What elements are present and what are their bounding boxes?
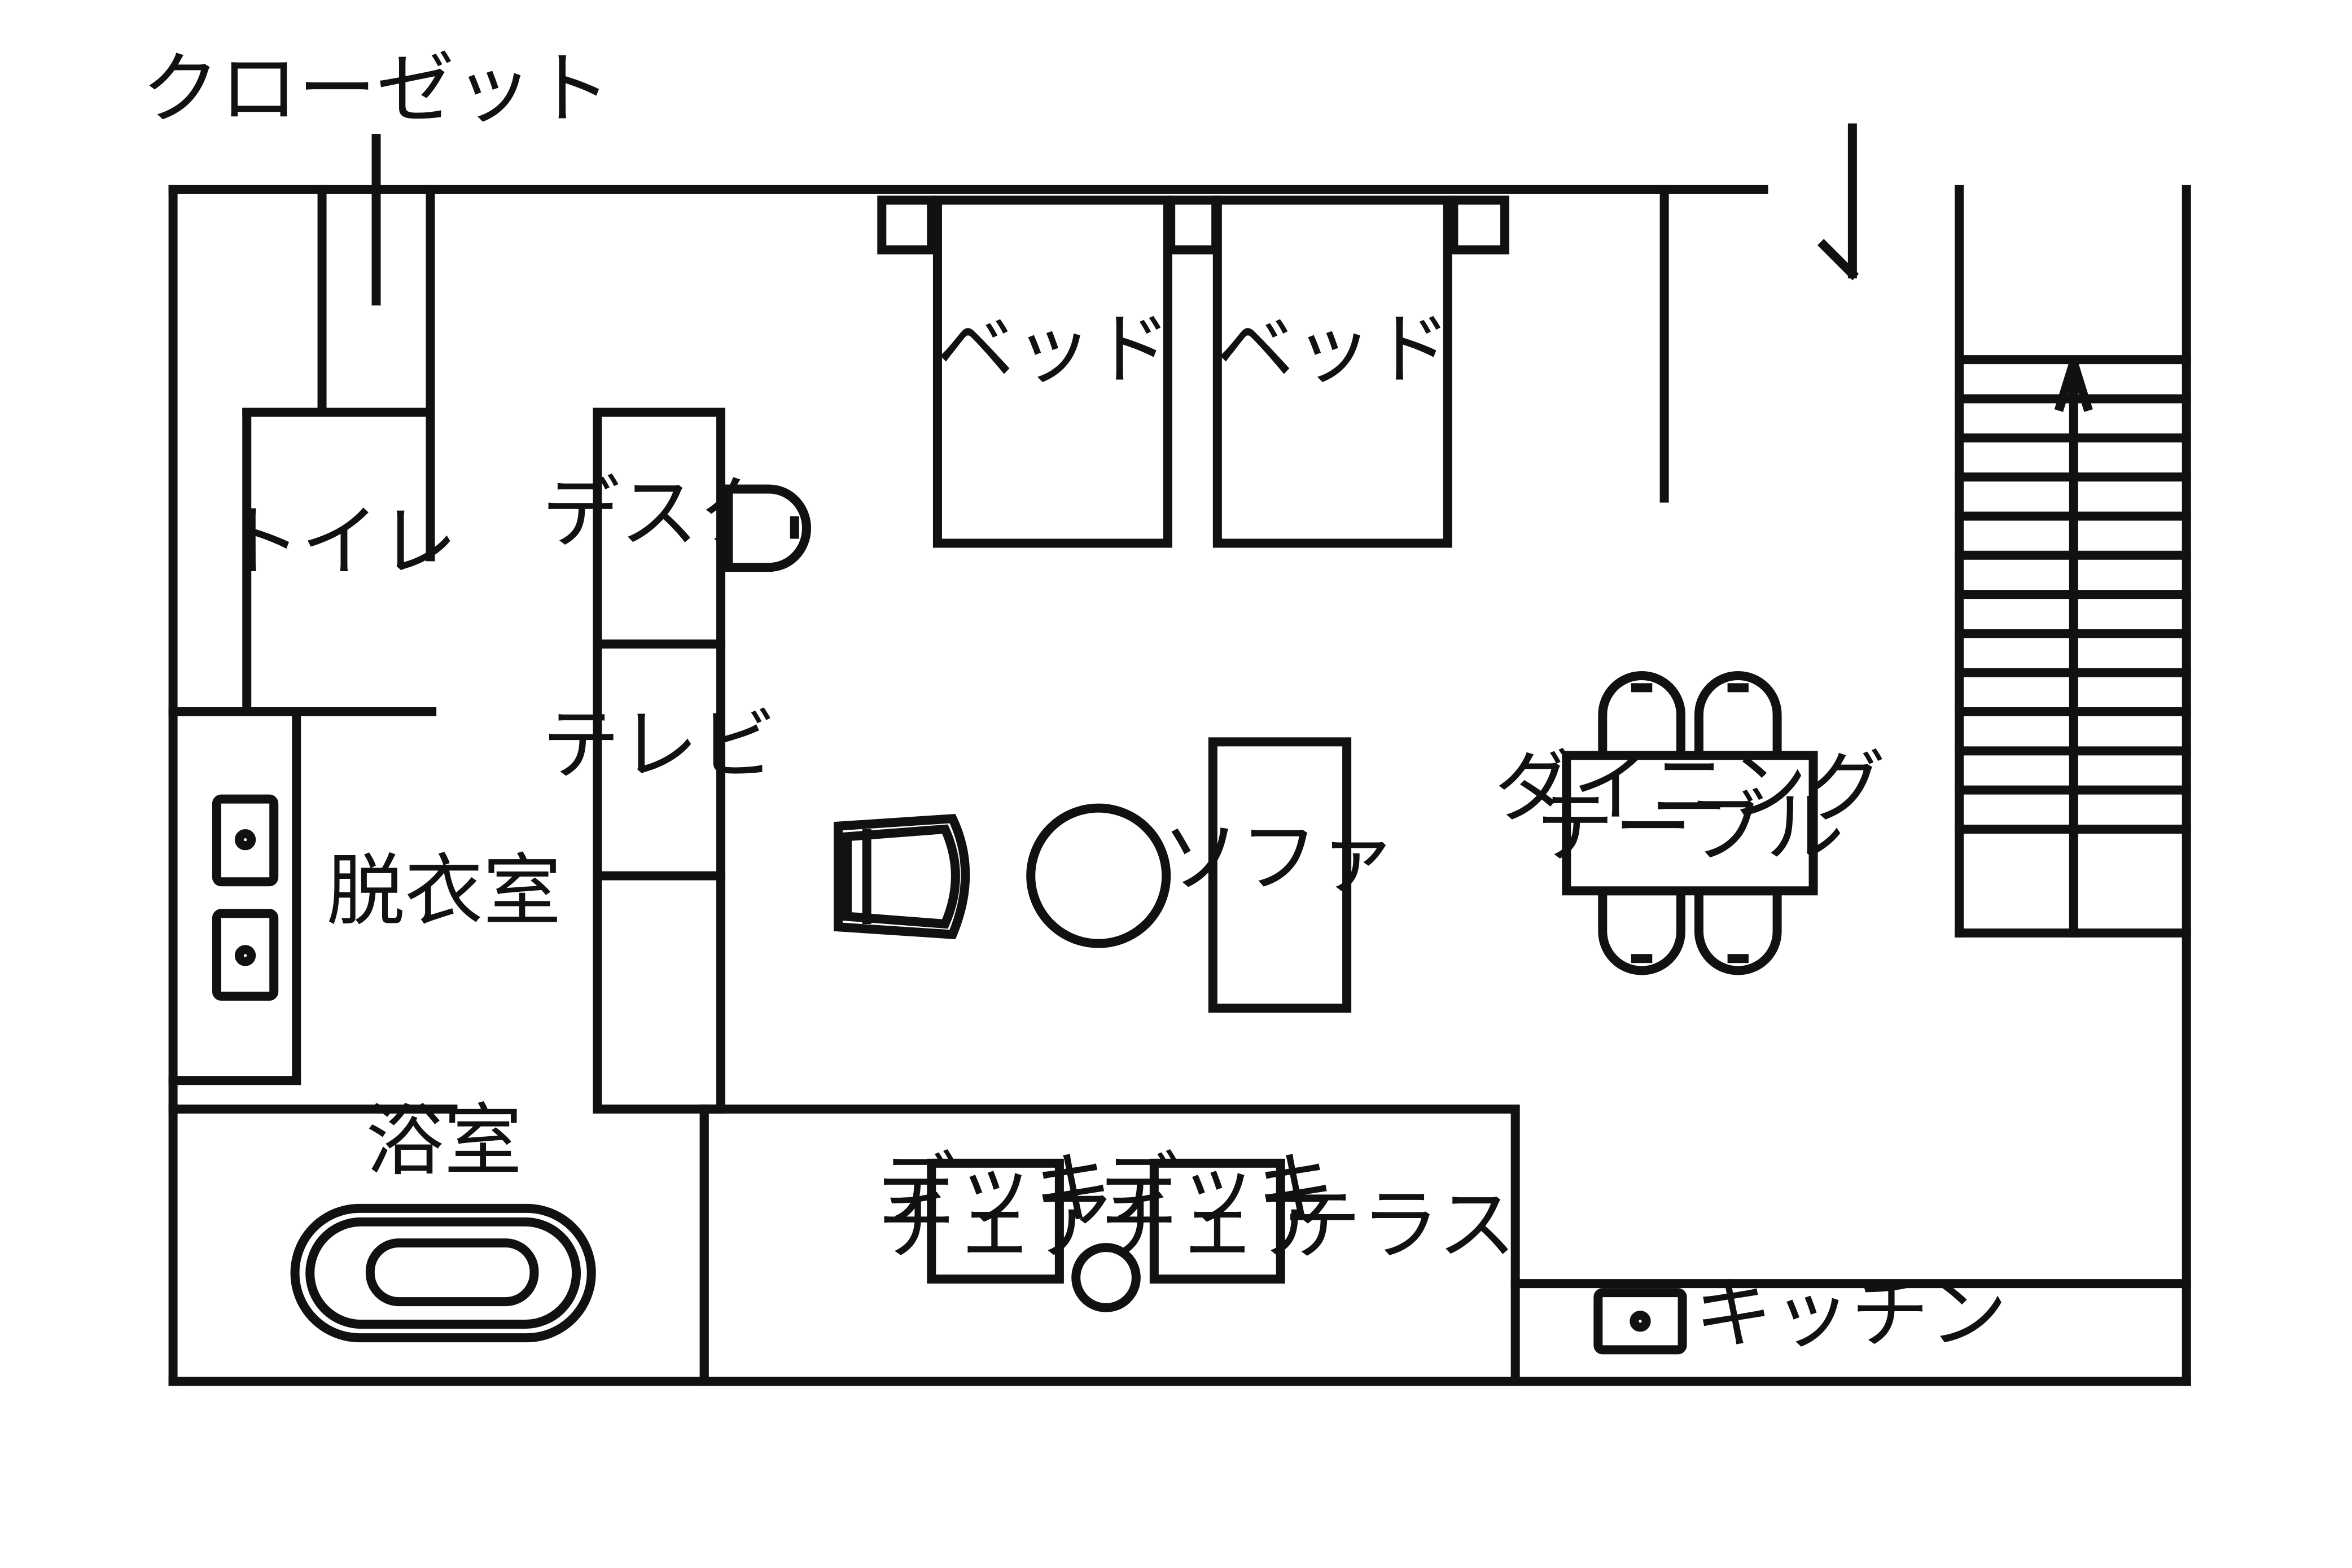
terrace — [699, 1104, 1520, 1386]
sofa — [1208, 737, 1352, 1013]
dining-label-line-1: ダイニング — [1494, 741, 1885, 833]
deck-chair-right-label-2: チェア — [1100, 1179, 1335, 1271]
terrace-side-table — [1071, 1243, 1141, 1312]
staircase — [1955, 185, 2191, 938]
bed-left-label: ベッド — [936, 304, 1171, 395]
entrance-arrow — [1817, 123, 1859, 281]
closet — [317, 134, 435, 562]
deck-chair-right-label-1: デッキ — [1100, 1143, 1335, 1234]
dressing-room-label: 脱衣室 — [327, 845, 562, 936]
tv-label: テレビ — [542, 699, 777, 791]
closet-label: クローゼット — [142, 43, 611, 134]
coffee-table — [1026, 803, 1171, 948]
deck-chair-left — [927, 1158, 1064, 1284]
kitchen — [1510, 1279, 2191, 1355]
armchair — [833, 813, 970, 939]
dining-label-line-2: テーブル — [1536, 782, 1844, 873]
terrace-label: テラス — [1283, 1179, 1516, 1271]
kitchen-label: キッチン — [1694, 1268, 2008, 1359]
beds — [877, 195, 1510, 548]
vanity-counter — [168, 707, 301, 1085]
bath-label: 浴室 — [366, 1095, 522, 1186]
toilet-room — [168, 408, 437, 717]
bed-right-label: ベッド — [1216, 304, 1451, 395]
sofa-label: ソファ — [1162, 812, 1396, 904]
deck-chair-left-label-2: チェア — [877, 1179, 1112, 1271]
dining-chairs — [1598, 671, 1782, 975]
deck-chair-right — [1149, 1158, 1285, 1284]
toilet-label: トイレ — [223, 496, 458, 588]
desk-tv-unit — [593, 408, 726, 1114]
dining-table — [1562, 751, 1818, 896]
deck-chair-left-label-1: デッキ — [877, 1143, 1112, 1234]
desk-chair — [724, 484, 811, 572]
